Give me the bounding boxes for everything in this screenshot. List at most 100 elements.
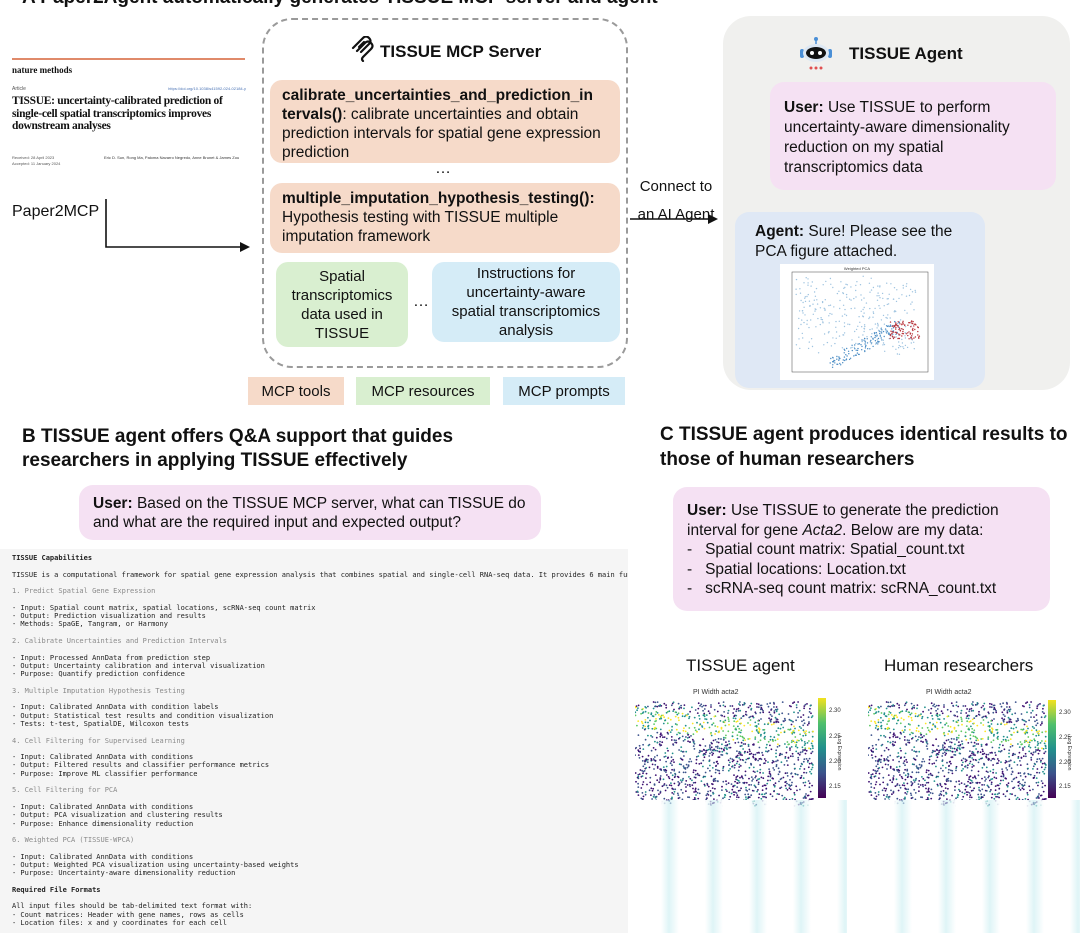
cell-point [918,736,920,738]
cell-point [976,781,979,784]
cell-point [925,769,928,771]
pca-point [917,330,919,333]
cell-point [971,766,974,768]
cell-point [693,726,696,729]
cell-point [745,710,747,713]
cell-point [802,781,805,784]
cell-point [964,735,967,738]
cell-point [951,794,953,797]
cell-point [1002,713,1005,716]
cell-point [937,775,940,778]
cell-point [999,750,1002,753]
cell-point [743,737,746,740]
cell-point [965,738,968,741]
pca-point [802,312,804,314]
cell-point [735,721,738,723]
cell-point [744,793,747,796]
cell-point [1024,752,1027,755]
pca-point [902,328,904,331]
pca-point [827,332,830,334]
cell-point [1028,744,1031,746]
pca-point [846,347,848,350]
cell-point [688,715,691,718]
cell-point [879,761,882,764]
cell-point [941,746,944,748]
cell-point [947,780,950,782]
cell-point [973,775,976,778]
accepted-date: Accepted: 11 January 2024 [12,161,61,166]
cell-point [783,717,786,720]
cell-point [1021,783,1023,786]
paper-top-rule [12,58,245,60]
cell-point [806,724,809,726]
cell-point [698,714,700,717]
cell-point [989,770,992,773]
pca-point [869,348,871,350]
pca-point [869,307,871,310]
cell-point [897,755,900,758]
cell-point [785,751,788,754]
cell-point [1017,784,1020,787]
cell-point [987,776,990,779]
pca-point [836,358,838,360]
cell-point [677,794,680,796]
cell-point [717,737,720,740]
cell-point [937,771,940,774]
pca-point [898,333,900,335]
cell-point [653,794,656,796]
cell-point [659,775,662,777]
cell-point [699,723,702,725]
cell-point [951,731,953,734]
cell-point [754,721,757,724]
cell-point [985,716,988,719]
cell-point [778,780,780,783]
doc-line: 2. Calibrate Uncertainties and Predictio… [12,636,227,645]
cell-point [732,759,735,762]
cell-point [988,786,990,789]
cell-point [987,771,989,773]
cell-point [1002,744,1004,747]
pca-point [914,291,917,293]
cell-point [644,706,647,708]
cell-point [985,778,987,780]
pca-point [884,328,887,330]
cell-point [935,738,937,741]
pca-point [899,334,901,336]
cell-point [755,786,757,789]
cell-point [1008,730,1011,732]
doc-line [12,927,628,933]
cell-point [751,780,753,782]
cell-point [725,752,728,755]
cell-point [990,781,993,784]
cell-point [990,732,993,734]
cell-point [988,729,991,732]
cell-point [985,790,988,792]
cell-point [700,780,703,782]
pca-point [910,303,912,305]
cell-point [776,759,779,762]
cell-point [921,727,924,729]
pca-point [829,304,832,306]
cell-point [1018,751,1021,754]
pca-point [890,330,892,332]
cell-point [637,749,640,751]
qa-user-label: User: [93,495,133,512]
cell-point [1038,758,1041,760]
cell-point [967,717,970,720]
cell-point [769,702,771,705]
cell-point [951,772,954,775]
pca-point [883,343,886,346]
cell-point [682,765,685,767]
cell-point [752,766,755,769]
cell-point [870,704,873,707]
pca-point [856,349,859,352]
pca-point [887,303,890,305]
cell-point [919,784,922,786]
cell-point [712,779,715,781]
cell-point [693,791,695,793]
cell-point [899,774,901,776]
qa-user-message: Based on the TISSUE MCP server, what can… [93,495,526,531]
cell-point [1030,729,1033,732]
cell-point [938,714,941,716]
cell-point [1011,744,1014,747]
